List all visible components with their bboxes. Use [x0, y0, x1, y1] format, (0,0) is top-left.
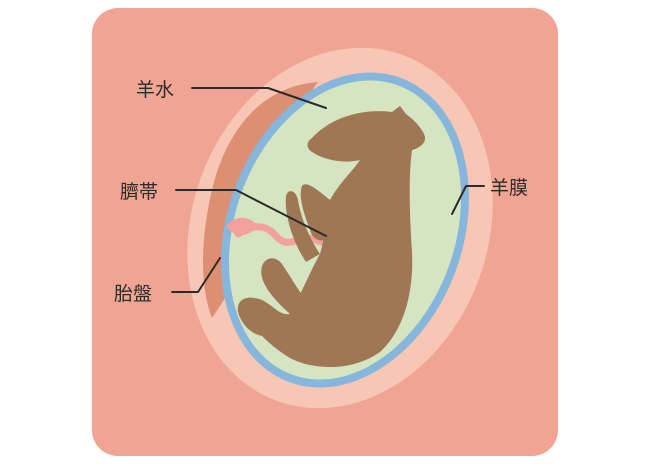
umbilical-cord-leader-line	[175, 189, 327, 237]
amniotic-fluid-leader-line	[191, 87, 327, 109]
amniotic-fluid-label: 羊水	[136, 79, 174, 101]
amnion-leader-line	[451, 185, 485, 215]
placenta-leader-line	[171, 257, 221, 293]
foal-fetus	[237, 106, 426, 368]
umbilical-cord-root	[226, 217, 258, 236]
placenta-label: 胎盤	[114, 283, 152, 305]
umbilical-cord-label: 臍帯	[120, 181, 158, 203]
amnion-label: 羊膜	[490, 177, 528, 199]
